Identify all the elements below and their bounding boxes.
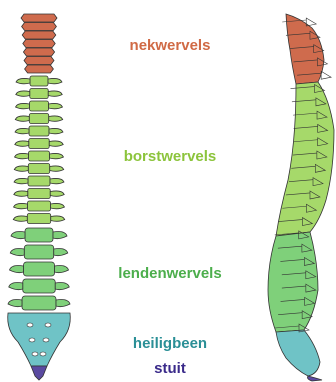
front-thoracic-vertebra bbox=[30, 89, 49, 99]
front-thoracic-process-left bbox=[14, 203, 28, 208]
front-thoracic-process-left bbox=[16, 78, 30, 83]
front-sacral-foramen bbox=[32, 352, 38, 356]
front-thoracic-process-left bbox=[15, 153, 29, 158]
front-cervical-vertebra bbox=[23, 48, 54, 56]
front-lumbar-vertebra bbox=[23, 279, 56, 293]
side-spinous-process bbox=[321, 71, 331, 79]
front-thoracic-process-right bbox=[50, 191, 64, 196]
front-thoracic-process-left bbox=[15, 141, 29, 146]
label-cervical: nekwervels bbox=[100, 37, 240, 55]
front-thoracic-process-left bbox=[16, 91, 30, 96]
front-thoracic-vertebra bbox=[28, 176, 50, 186]
front-thoracic-process-right bbox=[48, 78, 62, 83]
front-thoracic-vertebra bbox=[30, 101, 49, 111]
front-cervical-vertebra bbox=[23, 40, 55, 48]
front-thoracic-process-right bbox=[51, 203, 65, 208]
front-thoracic-process-left bbox=[13, 216, 27, 221]
front-lumbar-process-right bbox=[53, 232, 67, 239]
front-thoracic-process-right bbox=[51, 216, 65, 221]
front-thoracic-vertebra bbox=[27, 214, 51, 224]
front-thoracic-process-left bbox=[15, 128, 29, 133]
side-coccyx bbox=[308, 376, 323, 381]
front-sacrum bbox=[8, 313, 71, 366]
front-cervical-vertebra bbox=[22, 23, 57, 31]
front-coccyx bbox=[31, 366, 47, 380]
front-view-spine bbox=[8, 14, 71, 380]
front-thoracic-vertebra bbox=[29, 151, 50, 161]
front-thoracic-process-right bbox=[49, 116, 63, 121]
front-thoracic-vertebra bbox=[28, 201, 51, 211]
side-view-spine bbox=[268, 14, 334, 381]
front-thoracic-vertebra bbox=[29, 114, 49, 124]
front-lumbar-process-left bbox=[10, 249, 24, 256]
front-sacral-foramen bbox=[29, 338, 35, 342]
front-thoracic-process-left bbox=[15, 116, 29, 121]
front-cervical-vertebra bbox=[22, 31, 56, 39]
label-lumbar: lendenwervels bbox=[100, 265, 240, 283]
front-thoracic-process-left bbox=[14, 178, 28, 183]
front-thoracic-process-left bbox=[16, 103, 30, 108]
front-thoracic-process-right bbox=[49, 103, 63, 108]
front-thoracic-process-right bbox=[50, 153, 64, 158]
label-sacrum: heiligbeen bbox=[100, 335, 240, 353]
front-thoracic-process-right bbox=[49, 141, 63, 146]
front-lumbar-process-right bbox=[55, 266, 69, 273]
front-thoracic-process-left bbox=[14, 191, 28, 196]
front-thoracic-process-right bbox=[50, 178, 64, 183]
front-lumbar-vertebrae bbox=[8, 228, 70, 310]
front-lumbar-vertebra bbox=[22, 296, 56, 310]
front-sacral-foramen bbox=[40, 352, 46, 356]
front-sacral-foramen bbox=[27, 323, 33, 327]
front-lumbar-vertebra bbox=[24, 245, 54, 259]
label-thoracic: borstwervels bbox=[100, 148, 240, 166]
front-lumbar-process-right bbox=[56, 300, 70, 307]
front-cervical-vertebra bbox=[24, 57, 54, 65]
front-lumbar-process-left bbox=[9, 283, 23, 290]
front-lumbar-process-left bbox=[8, 300, 22, 307]
front-sacral-foramen bbox=[43, 338, 49, 342]
front-thoracic-process-left bbox=[14, 166, 28, 171]
front-thoracic-vertebra bbox=[29, 126, 49, 136]
front-thoracic-vertebra bbox=[28, 164, 50, 174]
front-thoracic-process-right bbox=[49, 128, 63, 133]
front-cervical-vertebra bbox=[25, 65, 54, 73]
front-thoracic-vertebrae bbox=[13, 76, 65, 224]
side-thoracic-vertebrae bbox=[276, 82, 334, 236]
front-lumbar-process-left bbox=[10, 266, 24, 273]
front-thoracic-vertebra bbox=[28, 189, 51, 199]
front-lumbar-process-right bbox=[55, 283, 69, 290]
front-cervical-vertebra bbox=[21, 14, 57, 22]
label-coccyx: stuit bbox=[100, 360, 240, 378]
front-thoracic-process-right bbox=[48, 91, 62, 96]
front-thoracic-vertebra bbox=[29, 139, 50, 149]
front-lumbar-vertebra bbox=[24, 262, 55, 276]
front-lumbar-process-left bbox=[11, 232, 25, 239]
front-cervical-vertebrae bbox=[21, 14, 57, 73]
front-thoracic-vertebra bbox=[30, 76, 48, 86]
front-lumbar-vertebra bbox=[25, 228, 53, 242]
front-lumbar-process-right bbox=[54, 249, 68, 256]
front-sacral-foramen bbox=[45, 323, 51, 327]
front-thoracic-process-right bbox=[50, 166, 64, 171]
side-sacrum bbox=[276, 330, 320, 376]
